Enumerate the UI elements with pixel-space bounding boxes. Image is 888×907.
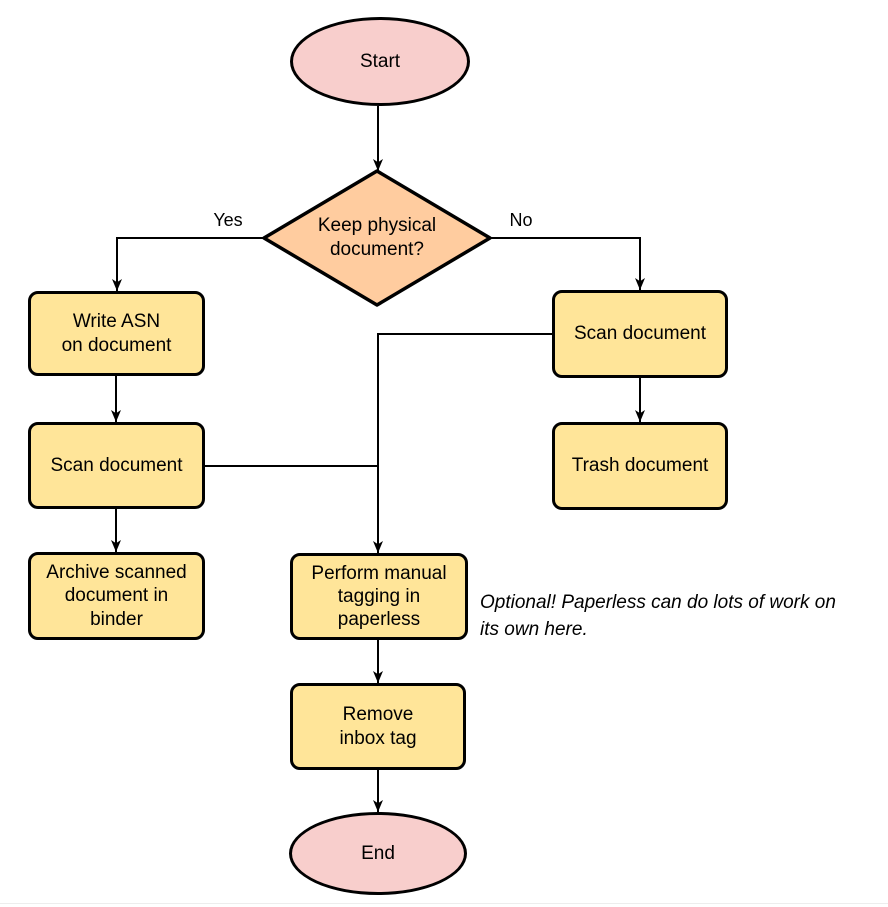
note-optional: Optional! Paperless can do lots of work … [480, 592, 836, 640]
edge-decision-no-to-scan-right [490, 237, 645, 290]
edge-scan-right-to-tagging [373, 333, 552, 553]
edge-label-no: No [507, 210, 535, 231]
node-trash-document: Trash document [552, 422, 728, 510]
node-decision-label: Keep physical document? [317, 215, 437, 260]
node-manual-tagging-label: Perform manual tagging in paperless [311, 562, 447, 631]
node-remove-inbox-tag-label: Remove inbox tag [339, 704, 417, 749]
node-write-asn-label: Write ASN on document [61, 311, 172, 356]
node-end: End [289, 812, 467, 895]
node-scan-document-right-label: Scan document [573, 323, 707, 345]
node-manual-tagging: Perform manual tagging in paperless [290, 553, 468, 640]
node-start: Start [290, 17, 470, 106]
node-archive-binder: Archive scanned document in binder [28, 552, 205, 640]
edge-decision-yes-to-write-asn [112, 237, 264, 291]
node-write-asn: Write ASN on document [28, 291, 205, 376]
node-scan-document-left-label: Scan document [50, 454, 183, 476]
node-end-label: End [361, 842, 395, 864]
node-trash-document-label: Trash document [571, 455, 709, 477]
edge-label-yes: Yes [211, 210, 245, 231]
node-remove-inbox-tag: Remove inbox tag [290, 683, 466, 770]
node-scan-document-right: Scan document [552, 290, 728, 378]
node-scan-document-left: Scan document [28, 422, 205, 509]
bottom-divider [0, 903, 888, 904]
node-start-label: Start [359, 50, 401, 72]
node-archive-binder-label: Archive scanned document in binder [46, 562, 187, 630]
